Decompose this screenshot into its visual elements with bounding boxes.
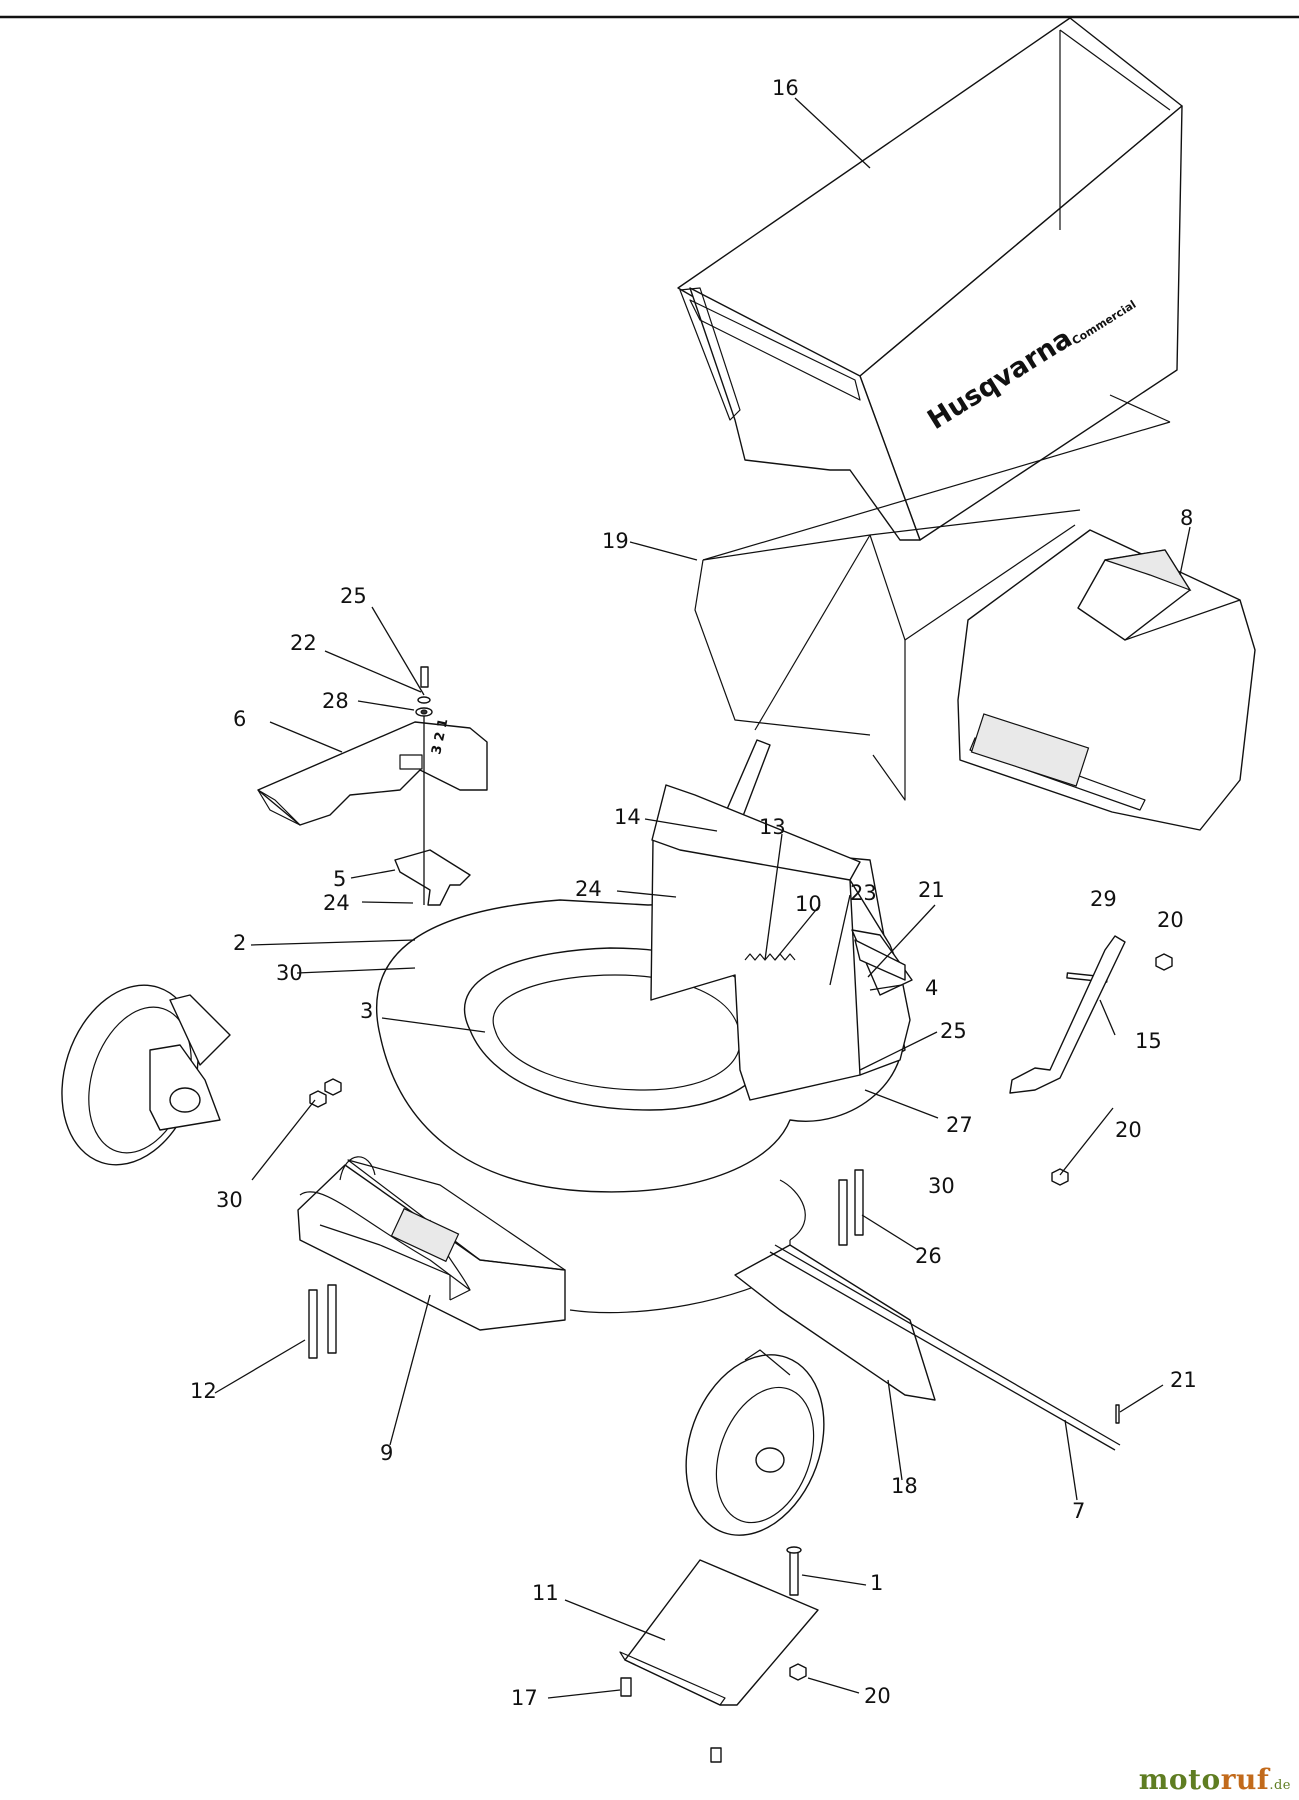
label-2: 2 <box>233 931 246 955</box>
label-30-right: 30 <box>928 1174 955 1198</box>
label-21-bottom: 21 <box>1170 1368 1197 1392</box>
label-12: 12 <box>190 1379 217 1403</box>
axle-rod <box>774 1244 1121 1446</box>
label-25-right: 25 <box>940 1019 967 1043</box>
label-1: 1 <box>870 1571 883 1595</box>
label-27: 27 <box>946 1113 973 1137</box>
label-22: 22 <box>290 631 317 655</box>
label-26: 26 <box>915 1244 942 1268</box>
label-4: 4 <box>925 976 938 1000</box>
label-15: 15 <box>1135 1029 1162 1053</box>
deflector-marks: 3 2 1 <box>429 717 451 756</box>
label-18: 18 <box>891 1474 918 1498</box>
label-20-top: 20 <box>1157 908 1184 932</box>
part-labels: 16 19 8 25 22 28 6 5 24 2 30 3 30 14 1 3 … <box>190 76 1197 1710</box>
mower-deck <box>297 784 913 1331</box>
label-28: 28 <box>322 689 349 713</box>
watermark-part-2: ruf <box>1220 1763 1270 1796</box>
spring <box>744 953 796 961</box>
front-wheel <box>685 1349 825 1536</box>
label-17: 17 <box>511 1686 538 1710</box>
label-20-bottom: 20 <box>864 1684 891 1708</box>
label-11: 11 <box>532 1581 559 1605</box>
grass-bag: Husqvarna Commercial <box>677 17 1183 541</box>
label-23: 23 <box>850 881 877 905</box>
label-9: 9 <box>380 1441 393 1465</box>
leader-lines <box>214 97 1191 1699</box>
watermark-part-1: moto <box>1138 1763 1221 1796</box>
bracket-15 <box>1009 935 1126 1094</box>
label-19: 19 <box>602 529 629 553</box>
front-handle <box>299 1191 471 1301</box>
label-24-left: 24 <box>323 891 350 915</box>
label-20-mid: 20 <box>1115 1118 1142 1142</box>
rear-cover <box>957 529 1256 831</box>
label-16: 16 <box>772 76 799 100</box>
watermark-part-3: .de <box>1269 1778 1291 1793</box>
side-deflector: 3 2 1 <box>257 717 488 826</box>
label-21-top: 21 <box>918 878 945 902</box>
watermark-logo: motoruf.de <box>1139 1763 1291 1796</box>
mulch-plate <box>734 1244 936 1401</box>
base-plate <box>624 1559 819 1706</box>
label-3: 3 <box>360 999 373 1023</box>
label-24-mid: 24 <box>575 877 602 901</box>
label-29: 29 <box>1090 887 1117 911</box>
label-7: 7 <box>1072 1499 1085 1523</box>
label-10: 10 <box>795 892 822 916</box>
label-25-top: 25 <box>340 584 367 608</box>
deflector-bracket <box>394 849 471 906</box>
label-5: 5 <box>333 867 346 891</box>
label-30-bottom: 30 <box>216 1188 243 1212</box>
label-13: 13 <box>759 815 786 839</box>
label-8: 8 <box>1180 506 1193 530</box>
rear-wheel-left <box>61 984 231 1166</box>
label-14: 14 <box>614 805 641 829</box>
label-30-left: 30 <box>276 961 303 985</box>
label-6: 6 <box>233 707 246 731</box>
bag-frame <box>694 394 1171 801</box>
